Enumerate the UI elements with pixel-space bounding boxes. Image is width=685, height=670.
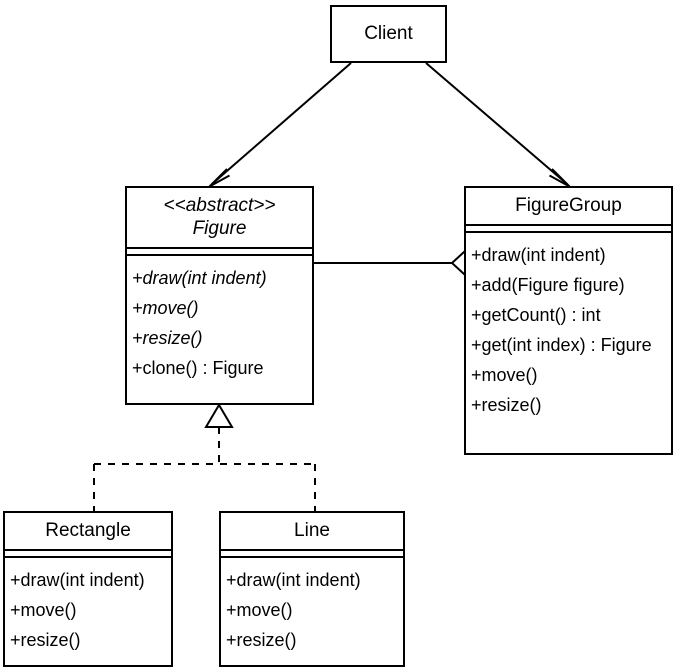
operation-item: +resize(): [471, 395, 542, 416]
class-operations-compartment-line: +draw(int indent) +move() +resize(): [221, 558, 403, 665]
operation-item: +draw(int indent): [10, 570, 145, 591]
class-attributes-compartment-figuregroup: [466, 224, 671, 234]
class-box-line[interactable]: Line +draw(int indent) +move() +resize(): [219, 511, 405, 667]
operation-item: +resize(): [10, 630, 81, 651]
operation-item: +get(int index) : Figure: [471, 335, 652, 356]
class-title-figure: Figure: [192, 218, 247, 240]
class-operations-compartment-figuregroup: +draw(int indent) +add(Figure figure) +g…: [466, 233, 671, 453]
class-operations-compartment-rectangle: +draw(int indent) +move() +resize(): [5, 558, 171, 665]
operation-item: +add(Figure figure): [471, 275, 625, 296]
edge-realization-tree: [93, 403, 316, 511]
class-attributes-compartment-figure: [127, 247, 312, 257]
operation-item: +move(): [471, 365, 538, 386]
class-title-line: Line: [294, 520, 330, 541]
operation-item: +getCount() : int: [471, 305, 601, 326]
class-title-client: Client: [364, 23, 413, 45]
class-name-compartment-rectangle: Rectangle: [5, 513, 171, 549]
operation-item: +clone() : Figure: [132, 358, 264, 379]
operation-item: +resize(): [226, 630, 297, 651]
edge-figuregroup-aggregates-figure: [314, 250, 478, 276]
class-box-client[interactable]: Client: [330, 5, 447, 63]
class-title-figuregroup: FigureGroup: [515, 195, 622, 216]
class-box-rectangle[interactable]: Rectangle +draw(int indent) +move() +res…: [3, 511, 173, 667]
operation-item: +draw(int indent): [132, 268, 267, 289]
open-arrowhead-figuregroup: [549, 168, 571, 188]
class-name-compartment-figuregroup: FigureGroup: [466, 188, 671, 224]
class-attributes-compartment-rectangle: [5, 549, 171, 559]
hollow-triangle-icon: [204, 403, 234, 428]
operation-item: +resize(): [132, 328, 203, 349]
class-name-compartment-client: Client: [332, 7, 445, 61]
class-stereotype-figure: <<abstract>>: [163, 195, 276, 216]
open-arrowhead-figure: [208, 168, 230, 188]
class-name-compartment-line: Line: [221, 513, 403, 549]
class-box-figure[interactable]: <<abstract>> Figure +draw(int indent) +m…: [125, 186, 314, 405]
edge-client-to-figuregroup: [425, 62, 571, 188]
operation-item: +draw(int indent): [471, 245, 606, 266]
class-title-rectangle: Rectangle: [45, 520, 131, 541]
class-attributes-compartment-line: [221, 549, 403, 559]
operation-item: +move(): [226, 600, 293, 621]
class-box-figuregroup[interactable]: FigureGroup +draw(int indent) +add(Figur…: [464, 186, 673, 455]
edge-client-to-figure: [208, 62, 352, 188]
operation-item: +move(): [10, 600, 77, 621]
operation-item: +move(): [132, 298, 199, 319]
class-name-compartment-figure: <<abstract>> Figure: [127, 188, 312, 247]
class-operations-compartment-figure: +draw(int indent) +move() +resize() +clo…: [127, 256, 312, 403]
operation-item: +draw(int indent): [226, 570, 361, 591]
